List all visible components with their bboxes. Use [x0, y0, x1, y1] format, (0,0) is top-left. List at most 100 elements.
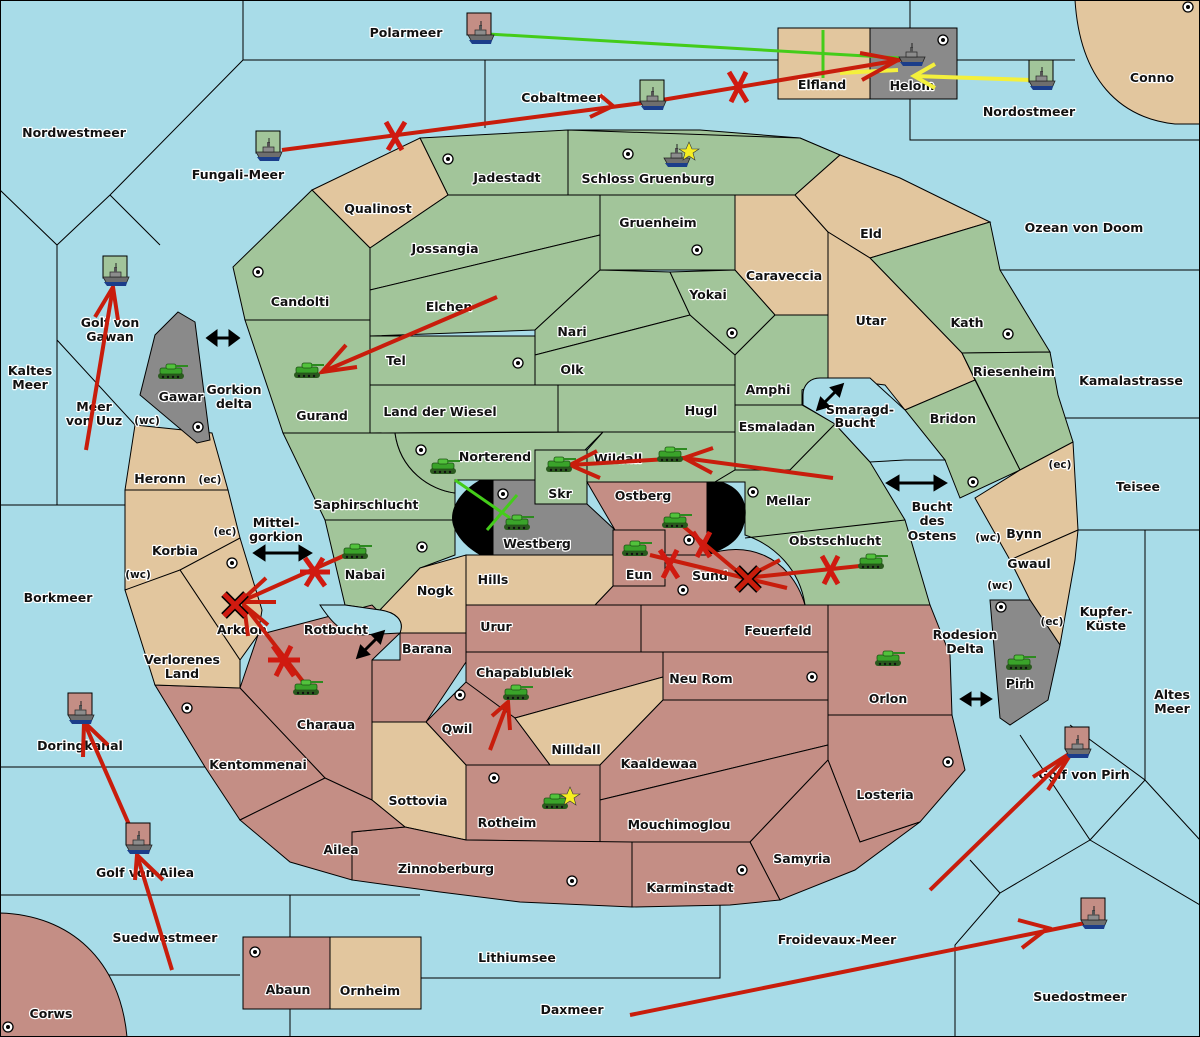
cut-mark-icon — [819, 554, 841, 586]
move-order-line — [321, 295, 498, 374]
supply-center-icon — [252, 266, 264, 278]
supply-center-icon — [2, 1021, 14, 1033]
double-arrow-icon — [959, 691, 993, 707]
label-mellar: Mellar — [766, 493, 811, 508]
label-teisee: Teisee — [1116, 479, 1160, 494]
label-kaaldewaa: Kaaldewaa — [621, 756, 698, 771]
label-bridon: Bridon — [930, 411, 976, 426]
move-order-line — [629, 921, 1086, 1017]
label-nabai: Nabai — [345, 567, 386, 582]
supply-center-icon — [226, 557, 238, 569]
move-arrowhead — [859, 51, 904, 82]
label-kath: Kath — [951, 315, 984, 330]
label-froidevaux-meer: Froidevaux-Meer — [778, 932, 897, 947]
label-daxmeer: Daxmeer — [540, 1002, 604, 1017]
move-order-line — [135, 854, 174, 971]
move-arrowhead — [679, 446, 714, 475]
move-arrowhead — [589, 93, 617, 119]
label-gwaul-wc: (wc) — [987, 580, 1013, 592]
cut-mark-icon — [726, 70, 750, 104]
label-gurand: Gurand — [296, 408, 348, 423]
supply-center-icon — [1182, 1, 1194, 13]
supply-center-icon — [995, 601, 1007, 613]
label-feuerfeld: Feuerfeld — [744, 623, 811, 638]
label-chapablublek: Chapablublek — [476, 665, 573, 680]
province-gwaul — [1009, 529, 1079, 647]
label-gwaul: Gwaul — [1007, 556, 1050, 571]
label-olk: Olk — [560, 362, 584, 377]
label-korbia-ec: (ec) — [214, 526, 237, 538]
label-abaun: Abaun — [266, 982, 311, 997]
province-rotheim — [465, 764, 601, 843]
label-rotbucht: Rotbucht — [304, 622, 368, 637]
label-samyria: Samyria — [773, 851, 831, 866]
label-cobaltmeer: Cobaltmeer — [521, 90, 603, 105]
label-bucht-des-ostens-3: Ostens — [908, 528, 957, 543]
province-verlorenes-land — [124, 569, 241, 689]
province-corws — [0, 912, 128, 1037]
move-arrowhead — [241, 600, 270, 637]
supply-center-icon — [967, 476, 979, 488]
label-obstschlucht: Obstschlucht — [789, 533, 881, 548]
label-golf-von-gawan-2: Gawan — [86, 329, 134, 344]
label-qualinost: Qualinost — [344, 201, 411, 216]
label-gawar-wc: (wc) — [134, 415, 160, 427]
move-order-line — [239, 551, 351, 604]
orders — [81, 30, 1086, 1017]
label-qwil: Qwil — [442, 721, 473, 736]
label-jadestadt: Jadestadt — [472, 170, 540, 185]
supply-center-icon — [736, 864, 748, 876]
label-pirh: Pirh — [1006, 676, 1035, 691]
label-jossangia: Jossangia — [410, 241, 478, 256]
double-arrow-icon — [205, 329, 241, 347]
label-nilldall: Nilldall — [551, 742, 600, 757]
label-amphi: Amphi — [746, 382, 791, 397]
province-ailea — [239, 777, 407, 881]
move-order-line — [488, 701, 510, 751]
double-arrow-icon — [355, 629, 386, 660]
label-gorkion-delta: Gorkion — [206, 382, 261, 397]
double-arrow-icon — [252, 544, 313, 562]
units — [67, 12, 1108, 930]
support-order-line — [485, 494, 519, 531]
star-icon — [559, 786, 581, 806]
label-westberg: Westberg — [503, 536, 571, 551]
supply-center-icon — [497, 488, 509, 500]
label-charaua: Charaua — [297, 717, 355, 732]
move-order-line — [744, 564, 861, 580]
supply-center-icon — [454, 689, 466, 701]
adjacency-arrows — [205, 329, 993, 707]
label-kupfer-kueste-2: Küste — [1086, 618, 1126, 633]
label-utar: Utar — [856, 313, 888, 328]
supply-center-icon — [942, 756, 954, 768]
label-bynn: Bynn — [1006, 526, 1041, 541]
label-gorkion-delta-2: delta — [216, 396, 252, 411]
dislodged-mark-icon — [221, 591, 249, 619]
label-gawar: Gawar — [159, 389, 205, 404]
label-bynn-wc: (wc) — [975, 532, 1001, 544]
cut-mark-icon — [657, 548, 681, 580]
label-kaltes-meer-2: Meer — [12, 377, 48, 392]
label-ornheim: Ornheim — [340, 983, 400, 998]
failed-order-marks — [221, 70, 841, 678]
label-bucht-des-ostens: Bucht — [912, 499, 953, 514]
bay-rotbucht — [319, 604, 402, 636]
move-arrowhead — [490, 697, 512, 731]
move-order-line — [84, 286, 115, 451]
label-urur: Urur — [480, 619, 512, 634]
cut-mark-icon — [268, 644, 300, 678]
label-candolti: Candolti — [271, 294, 330, 309]
move-arrowhead — [1017, 918, 1053, 950]
label-land-der-wiesel: Land der Wiesel — [383, 404, 496, 419]
convoy-order-line — [839, 68, 899, 75]
label-polarmeer: Polarmeer — [370, 25, 444, 40]
star-icon — [678, 141, 700, 161]
province-labels: Polarmeer Cobaltmeer Nordwestmeer Fungal… — [7, 24, 1192, 1022]
label-gruenheim: Gruenheim — [619, 215, 696, 230]
impassable-east — [707, 482, 746, 555]
supply-center-icon — [566, 875, 578, 887]
cut-mark-icon — [383, 120, 408, 152]
